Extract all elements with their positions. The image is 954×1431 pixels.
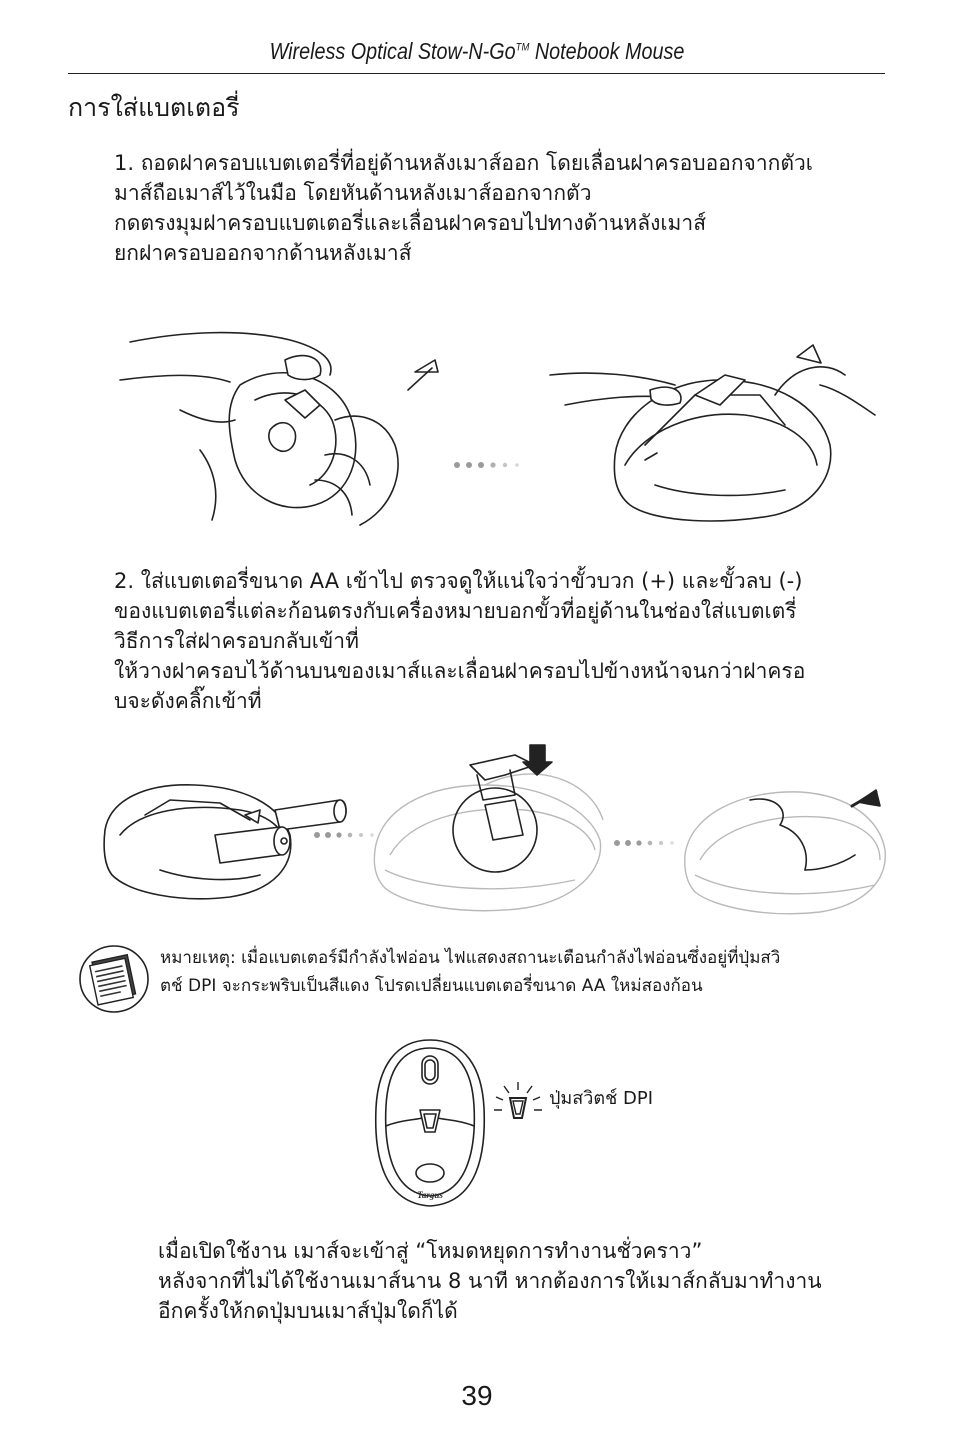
illustration-place-cover [373,744,604,912]
dpi-button-label: ปุ่มสวิตช์ DPI [549,1088,654,1109]
section-heading: การใส่แบตเตอรี่ [68,93,240,122]
sleep-line: อีกครั้งให้กดปุ่มบนเมาส์ปุ่มใดก็ได้ [158,1299,458,1323]
step2-line: ของแบตเตอรี่แต่ละก้อนตรงกับเครื่องหมายบอ… [114,599,797,623]
step2-line: บจะดังคลิ๊กเข้าที่ [114,689,262,713]
note-line: หมายเหตุ: เมื่อแบตเตอร์มีกำลังไฟอ่อน ไฟแ… [160,948,781,968]
running-header: Wireless Optical Stow-N-GoTM Notebook Mo… [67,38,887,65]
step-connector-dots [614,840,674,846]
illustration-hand-holding-mouse [119,331,439,526]
illustration-cover-closed [684,789,886,915]
dpi-button-callout-icon [494,1082,542,1119]
step1-line: 1. ถอดฝาครอบแบตเตอรี่ที่อยู่ด้านหลังเมาส… [114,151,813,175]
step1-line: ยกฝาครอบออกจากด้านหลังเมาส์ [114,241,412,265]
illustration-mouse-top-view: Targus [374,1039,486,1207]
mouse-logo-text: Targus [417,1190,443,1200]
step2-paragraph: 2. ใส่แบตเตอรี่ขนาด AA เข้าไป ตรวจดูให้แ… [114,566,805,716]
sleep-mode-paragraph: เมื่อเปิดใช้งาน เมาส์จะเข้าสู่ “โหมดหยุด… [158,1236,822,1326]
sleep-line: เมื่อเปิดใช้งาน เมาส์จะเข้าสู่ “โหมดหยุด… [158,1239,703,1263]
page-number: 39 [461,1380,493,1411]
illustration-insert-batteries [103,784,347,900]
header-title-tail: Notebook Mouse [529,38,685,64]
sleep-line: หลังจากที่ไม่ได้ใช้งานเมาส์นาน 8 นาที หา… [158,1269,822,1293]
note-line: ตช์ DPI จะกระพริบเป็นสีแดง โปรดเปลี่ยนแบ… [160,976,703,996]
header-title-main: Wireless Optical Stow-N-Go [269,38,516,64]
header-rule [68,73,885,74]
note-paragraph: หมายเหตุ: เมื่อแบตเตอร์มีกำลังไฟอ่อน ไฟแ… [160,944,780,1000]
step2-line: วิธีการใส่ฝาครอบกลับเข้าที่ [114,629,359,653]
step2-line: 2. ใส่แบตเตอรี่ขนาด AA เข้าไป ตรวจดูให้แ… [114,569,803,593]
trademark-mark: TM [515,41,530,54]
step2-line: ให้วางฝาครอบไว้ด้านบนของเมาส์และเลื่อนฝา… [114,659,806,683]
step1-line: มาส์ถือเมาส์ไว้ในมือ โดยหันด้านหลังเมาส์… [114,181,592,205]
step1-paragraph: 1. ถอดฝาครอบแบตเตอรี่ที่อยู่ด้านหลังเมาส… [114,148,813,268]
step-connector-dots [314,832,374,838]
step1-line: กดตรงมุมฝาครอบแบตเตอรี่และเลื่อนฝาครอบไป… [114,211,707,235]
note-icon [79,945,149,1013]
illustration-cover-removed [549,344,876,522]
step-connector-dots [454,462,519,468]
